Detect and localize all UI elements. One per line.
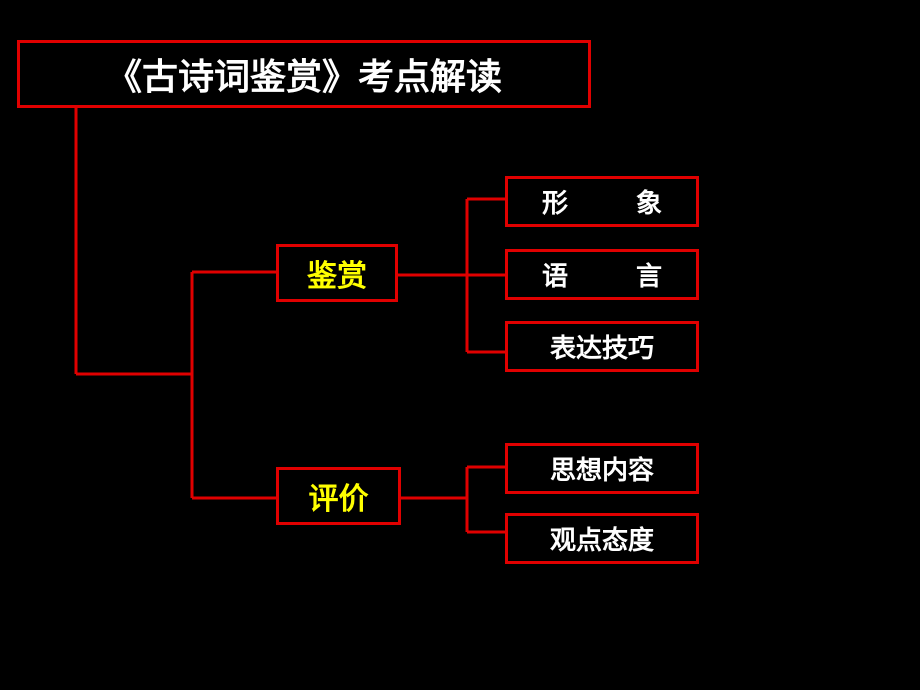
node-thought-content: 思想内容 — [505, 443, 699, 494]
node-viewpoint-attitude: 观点态度 — [505, 513, 699, 564]
node-imagery-char-2: 象 — [635, 189, 662, 219]
node-viewpoint-attitude-label: 观点态度 — [549, 526, 654, 556]
node-expression-techniques: 表达技巧 — [505, 321, 699, 372]
node-appreciation-label: 鉴赏 — [307, 259, 367, 294]
node-evaluation-label: 评价 — [308, 482, 369, 517]
node-imagery-char-1: 形 — [542, 189, 569, 219]
node-appreciation: 鉴赏 — [276, 244, 398, 302]
node-thought-content-label: 思想内容 — [549, 456, 654, 486]
diagram-title-text: 《古诗词鉴赏》考点解读 — [105, 57, 502, 98]
node-evaluation: 评价 — [276, 467, 401, 525]
node-language: 语 言 — [505, 249, 699, 300]
node-expression-techniques-label: 表达技巧 — [549, 334, 654, 364]
node-language-char-1: 语 — [542, 262, 569, 292]
node-imagery: 形 象 — [505, 176, 699, 227]
diagram-title: 《古诗词鉴赏》考点解读 — [17, 40, 591, 108]
node-language-char-2: 言 — [635, 262, 662, 292]
